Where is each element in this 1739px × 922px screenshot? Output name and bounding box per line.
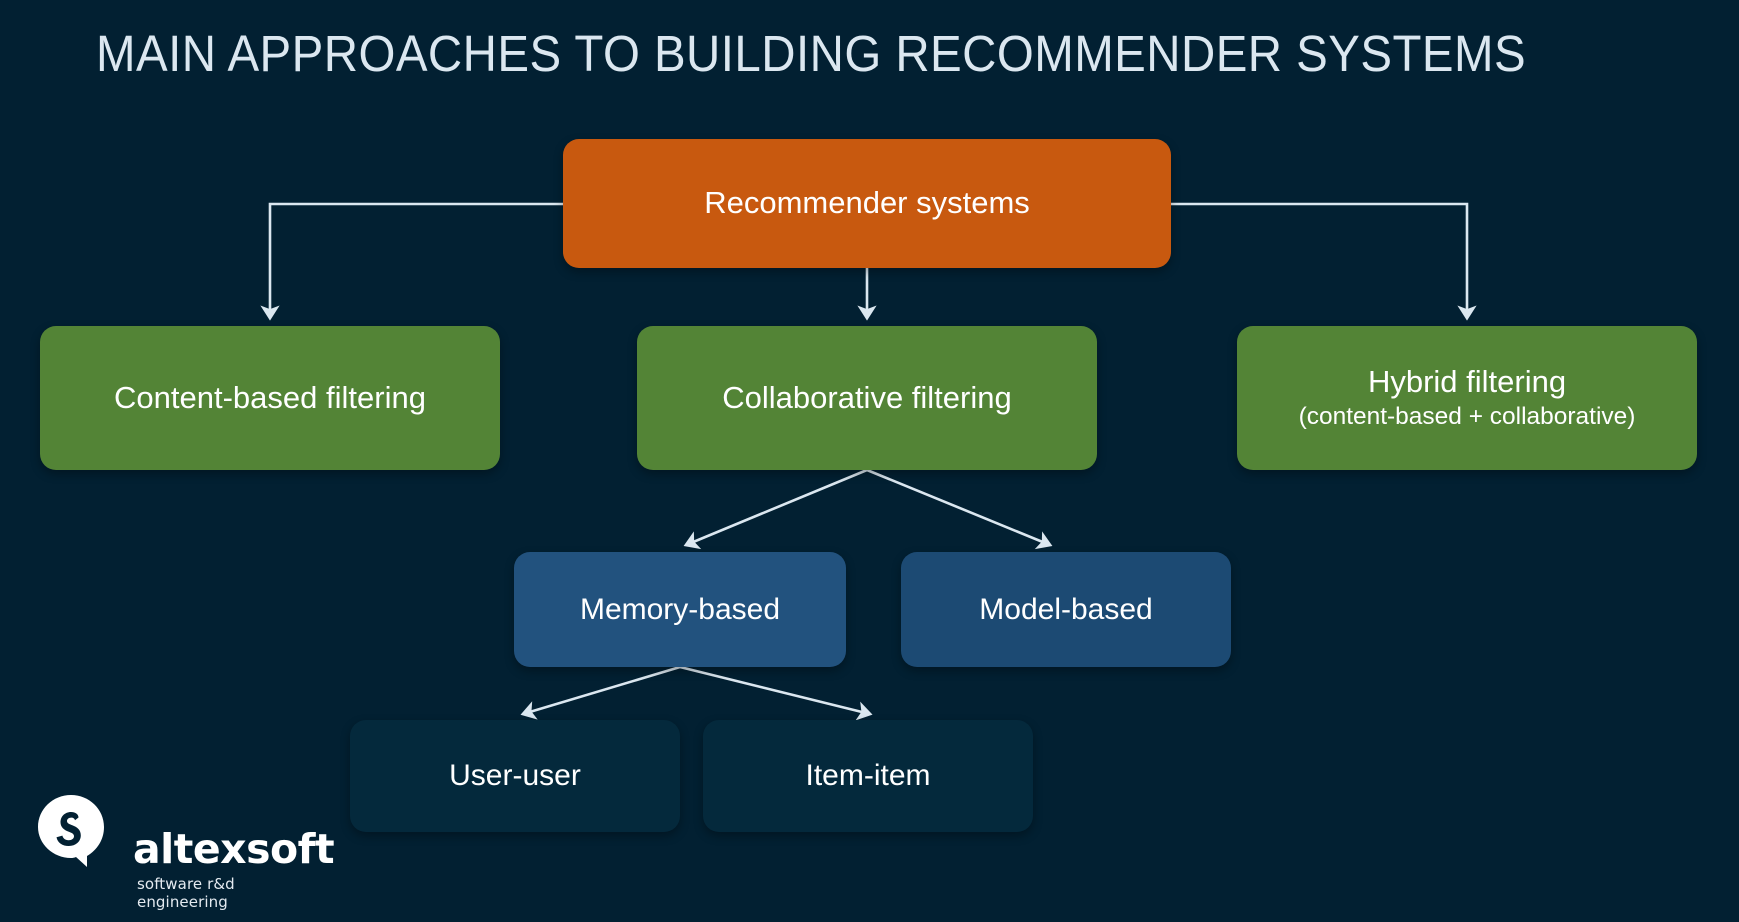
edge-collaborative-to-memory-based (683, 468, 868, 550)
edge-root-to-hybrid (1171, 202, 1477, 321)
edge-memory-to-user-user (520, 665, 681, 720)
node-label: Memory-based (579, 592, 781, 626)
node-label: Item-item (805, 759, 931, 793)
node-user-user[interactable]: User-user (350, 720, 680, 832)
node-recommender-systems[interactable]: Recommender systems (563, 139, 1171, 268)
edge-root-to-content-based (260, 202, 563, 321)
edge-memory-to-item-item (679, 665, 873, 721)
node-label: Recommender systems (704, 185, 1030, 221)
altexsoft-bubble-icon (38, 795, 104, 867)
node-item-item[interactable]: Item-item (703, 720, 1033, 832)
node-collaborative-filtering[interactable]: Collaborative filtering (637, 326, 1097, 470)
node-label: Model-based (979, 592, 1153, 626)
node-label: Hybrid filtering (1367, 363, 1567, 399)
page-title: MAIN APPROACHES TO BUILDING RECOMMENDER … (96, 25, 1527, 82)
edge-collaborative-to-model-based (866, 468, 1053, 550)
node-label: Collaborative filtering (722, 379, 1012, 415)
node-memory-based[interactable]: Memory-based (514, 552, 846, 667)
node-content-based-filtering[interactable]: Content-based filtering (40, 326, 500, 470)
node-label: User-user (449, 759, 581, 793)
brand-logo: altexsoft software r&d engineering (38, 795, 335, 913)
node-hybrid-filtering[interactable]: Hybrid filtering (content-based + collab… (1237, 326, 1697, 470)
node-sublabel: (content-based + collaborative) (1298, 403, 1636, 431)
node-model-based[interactable]: Model-based (901, 552, 1231, 667)
brand-name: altexsoft (133, 825, 335, 873)
brand-tagline: software r&d engineering (137, 875, 235, 911)
node-label: Content-based filtering (114, 379, 426, 415)
